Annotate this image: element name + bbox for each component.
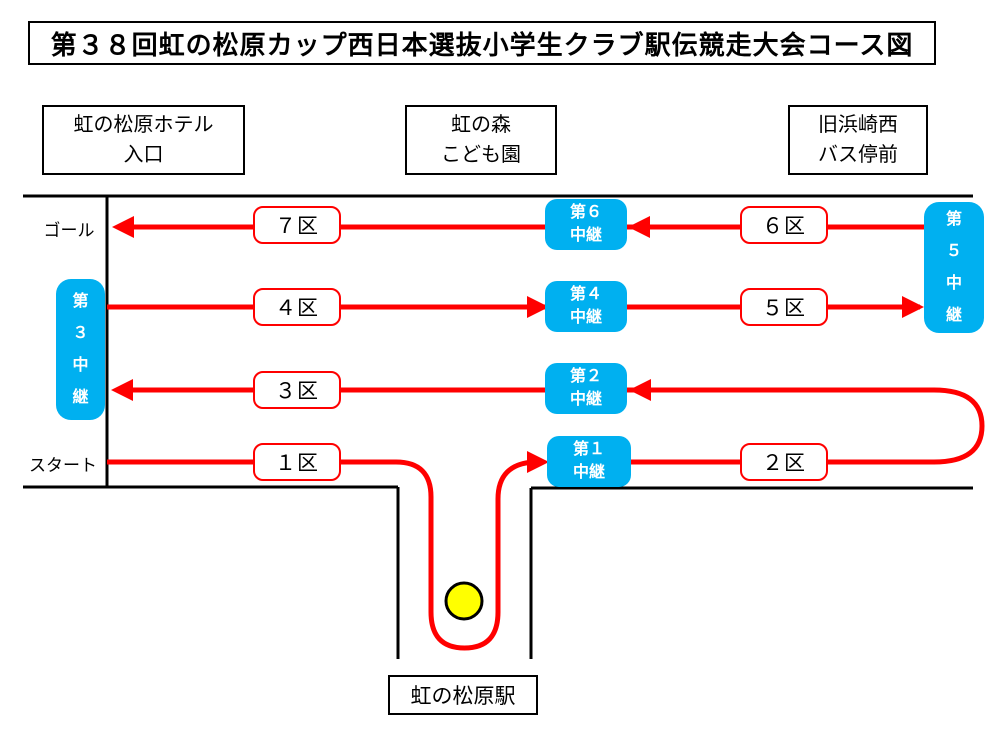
landmark-nursery-line1: 虹の森 [451, 114, 511, 136]
leg-2-label: ２区 [740, 443, 828, 481]
arrow-to-goal-icon [112, 216, 134, 238]
landmark-hotel-line2: 入口 [123, 144, 164, 166]
leg-4-label: ４区 [253, 288, 341, 326]
arrow-to-relay3-icon [111, 379, 133, 401]
relay-6-box: 第６中継 [545, 199, 627, 250]
landmark-nursery: 虹の森 こども園 [405, 105, 557, 175]
relay-3-label: 第３中継 [72, 292, 89, 406]
landmark-bus-stop-line1: 旧浜崎西 [818, 114, 898, 136]
landmark-bus-stop: 旧浜崎西 バス停前 [788, 105, 928, 175]
relay-4-box: 第４中継 [545, 281, 627, 332]
relay-2-box: 第２中継 [545, 363, 627, 414]
relay-1-box: 第１中継 [547, 436, 631, 487]
leg-1-label: １区 [253, 443, 341, 481]
goal-label: ゴール [43, 221, 95, 240]
arrow-to-relay5-icon [902, 296, 924, 318]
course-leg1-station-loop-line [107, 459, 542, 651]
station-marker-icon [444, 581, 484, 621]
relay-2-label: 第２中継 [569, 368, 602, 408]
relay-4-label: 第４中継 [569, 286, 602, 326]
relay-5-box: 第５中継 [924, 202, 984, 333]
relay-6-label: 第６中継 [569, 204, 602, 244]
arrow-to-relay2-icon [629, 379, 651, 401]
landmark-hotel-entrance: 虹の松原ホテル 入口 [42, 105, 245, 175]
relay-1-label: 第１中継 [572, 441, 605, 481]
station-label: 虹の松原駅 [388, 675, 538, 715]
start-label: スタート [29, 456, 97, 475]
relay-5-label: 第５中継 [945, 210, 962, 324]
landmark-nursery-line2: こども園 [441, 144, 521, 166]
course-leg2-3-uturn-line [116, 387, 985, 465]
leg-3-label: ３区 [253, 371, 341, 409]
arrow-to-relay1-icon [527, 451, 549, 473]
page-title: 第３８回虹の松原カップ西日本選抜小学生クラブ駅伝競走大会コース図 [28, 21, 936, 65]
leg-6-label: ６区 [740, 206, 828, 244]
landmark-bus-stop-line2: バス停前 [818, 144, 898, 166]
arrow-to-relay6-icon [628, 216, 650, 238]
landmark-hotel-line1: 虹の松原ホテル [73, 114, 214, 136]
arrow-to-relay4-icon [527, 296, 549, 318]
leg-7-label: ７区 [253, 206, 341, 244]
leg-5-label: ５区 [740, 288, 828, 326]
relay-3-box: 第３中継 [56, 279, 105, 420]
